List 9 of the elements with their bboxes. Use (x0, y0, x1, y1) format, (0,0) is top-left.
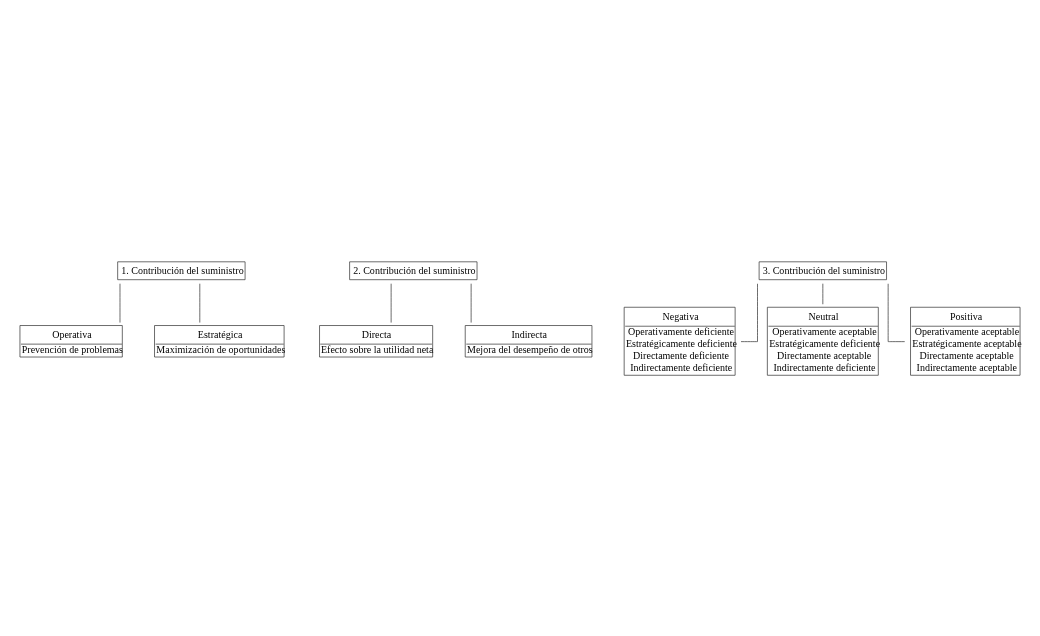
node-box: 2. Contribución del suministro (349, 261, 478, 281)
connector (119, 283, 121, 323)
connector (470, 283, 472, 323)
node-box: 1. Contribución del suministro (117, 261, 246, 281)
connector (740, 283, 758, 342)
connector (390, 283, 392, 323)
connector (199, 283, 201, 323)
connector (887, 283, 906, 342)
node-box: 3. Contribución del suministro (758, 261, 887, 281)
